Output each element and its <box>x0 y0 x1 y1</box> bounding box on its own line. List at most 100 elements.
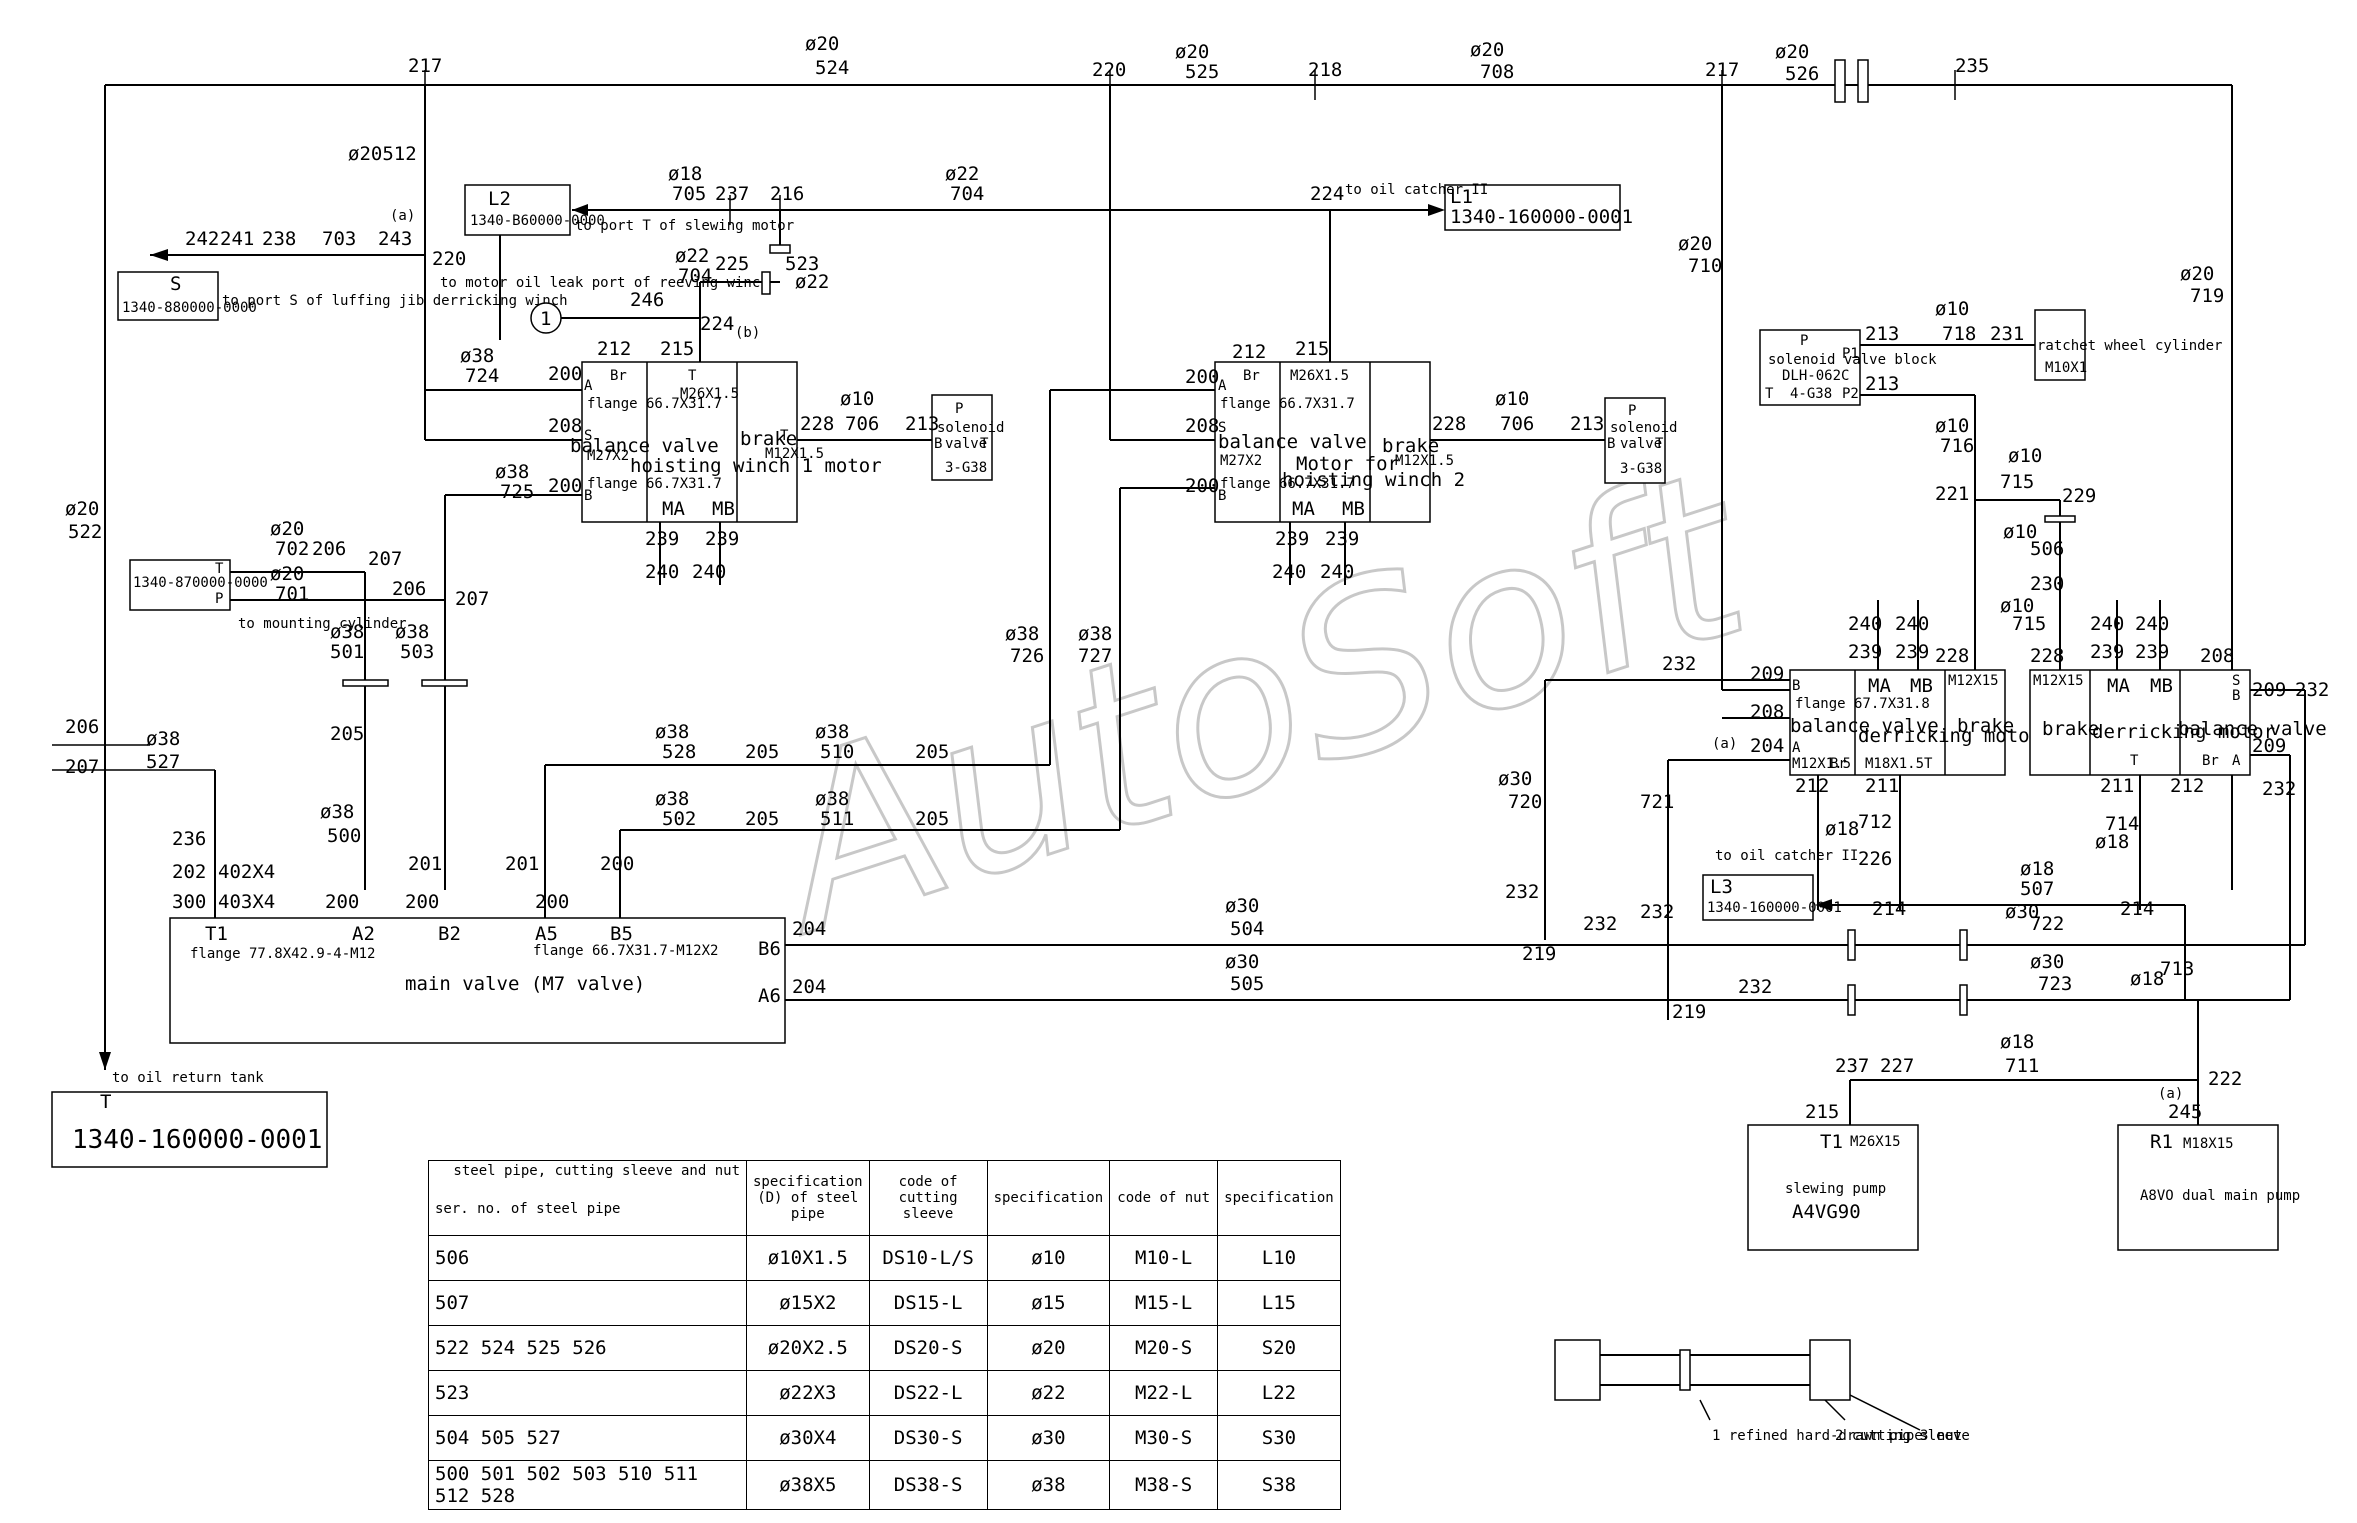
pipe-label: 232 <box>1662 653 1696 675</box>
cell-spec: ø38X5 <box>746 1460 870 1510</box>
pipe-fitting-diagram <box>1554 1339 1921 1431</box>
s-code: 1340-880000-0000 <box>122 300 257 316</box>
d2-s: S <box>2232 673 2240 689</box>
cell-s2: ø15 <box>986 1280 1111 1326</box>
pipe-num: 527 <box>146 751 180 773</box>
callout-1-label: 1 <box>540 308 551 330</box>
pipe-label: 232 <box>1640 901 1674 923</box>
pipe-num: 504 <box>1230 918 1264 940</box>
solenoid-valve-block <box>1759 329 1861 406</box>
mv-a5: A5 <box>535 923 558 945</box>
pipe-label: 220 <box>432 248 466 270</box>
pipe-dia: ø20 <box>270 563 304 585</box>
pipe-spec-table: steel pipe, cutting sleeve and nut ser. … <box>428 1160 1341 1510</box>
mv-b6: B6 <box>758 938 781 960</box>
w1-s: S <box>584 428 592 444</box>
cell-sleeve: DS20-S <box>868 1325 988 1371</box>
pipe-num: 718 <box>1942 323 1976 345</box>
pipe-num: 715 <box>2000 471 2034 493</box>
d2-br: Br <box>2202 753 2219 769</box>
pipe-label: 232 <box>1583 913 1617 935</box>
pipe-num: 506 <box>2030 538 2064 560</box>
d2-bv: balance valve <box>2178 718 2327 740</box>
pipe-label: 219 <box>1522 943 1556 965</box>
pipe-label: 227 <box>1880 1055 1914 1077</box>
w1-brake: brake <box>740 428 797 450</box>
pipe-label: 206 <box>65 716 99 738</box>
mv-b2: B2 <box>438 923 461 945</box>
header-diag-cell: steel pipe, cutting sleeve and nut ser. … <box>428 1160 747 1236</box>
slew-label1: slewing pump <box>1785 1181 1886 1197</box>
pipe-label: 213 <box>1865 323 1899 345</box>
w1-t: T <box>688 368 697 384</box>
pipe-dia: ø38 <box>1078 623 1112 645</box>
pipe-label: 240 <box>2090 613 2124 635</box>
pipe-label: 201 <box>408 853 442 875</box>
pipe-dia: ø20 <box>1470 39 1504 61</box>
pipe-label: 246 <box>630 289 664 311</box>
pipe-num: 501 <box>330 641 364 663</box>
pipe-num: 723 <box>2038 973 2072 995</box>
pipe-label: 206 <box>312 538 346 560</box>
tp-p: P <box>215 591 223 607</box>
pipe-label: 208 <box>1750 701 1784 723</box>
sv2-l2: valve <box>1620 436 1662 452</box>
d1-brake: brake <box>1957 715 2014 737</box>
solenoid-valve-2 <box>1604 397 1666 484</box>
pipe-label: 235 <box>1955 55 1989 77</box>
pipe-label: 703 <box>322 228 356 250</box>
cell-s3: L15 <box>1217 1280 1341 1326</box>
w2-a: A <box>1218 378 1227 394</box>
cell-spec: ø10X1.5 <box>746 1235 870 1281</box>
sv2-t: T <box>1655 436 1664 452</box>
sv1-p: P <box>955 401 963 417</box>
slew-label2: A4VG90 <box>1792 1201 1861 1223</box>
d2-dm: derricking motor <box>2092 721 2275 743</box>
winch2-block <box>1214 361 1431 523</box>
svb-t: T <box>1765 386 1774 402</box>
pipe-label: 208 <box>2200 645 2234 667</box>
cell-sleeve: DS15-L <box>868 1280 988 1326</box>
pipe-dia: ø18 <box>2095 831 2129 853</box>
pipe-dia: ø10 <box>1495 388 1529 410</box>
s-name: S <box>170 273 181 295</box>
cell-ser: 504 505 527 <box>428 1415 747 1461</box>
pipe-num: 715 <box>2012 613 2046 635</box>
pipe-dia: ø38 <box>655 721 689 743</box>
cell-sleeve: DS22-L <box>868 1370 988 1416</box>
s-block <box>117 271 219 321</box>
w2-b: B <box>1218 488 1226 504</box>
pipe-dia: ø30 <box>1225 895 1259 917</box>
pipe-dia: ø38 <box>1005 623 1039 645</box>
pipe-label: 237 <box>1835 1055 1869 1077</box>
cell-nut: M22-L <box>1109 1370 1219 1416</box>
pipe-num: 526 <box>1785 63 1819 85</box>
pipe-label: 403X4 <box>218 891 275 913</box>
pipe-label: 523 <box>785 253 819 275</box>
w1-mb: MB <box>712 498 735 520</box>
l1-name: L1 <box>1450 186 1473 208</box>
cell-ser: 507 <box>428 1280 747 1326</box>
pipe-label: 200 <box>548 475 582 497</box>
d1-ma: MA <box>1868 675 1891 697</box>
cell-s2: ø38 <box>986 1460 1111 1510</box>
d1-mb: MB <box>1910 675 1933 697</box>
pipe-label: 216 <box>770 183 804 205</box>
pipe-label: 212 <box>1795 775 1829 797</box>
pipe-dia: ø18 <box>2130 968 2164 990</box>
pipe-label: 212 <box>597 338 631 360</box>
legend-2: 2 cutting sleeve <box>1835 1428 1970 1444</box>
pipe-dia: ø10 <box>1935 415 1969 437</box>
pipe-num: 503 <box>400 641 434 663</box>
pipe-num: 528 <box>662 741 696 763</box>
w2-m2: M12X1.5 <box>1395 453 1454 469</box>
pipe-label: 204 <box>1750 735 1784 757</box>
w1-a: A <box>584 378 593 394</box>
pipe-label: 232 <box>2295 679 2329 701</box>
pipe-label: 200 <box>1185 366 1219 388</box>
pipe-num: 711 <box>2005 1055 2039 1077</box>
mv-a6: A6 <box>758 985 781 1007</box>
mv-label: main valve (M7 valve) <box>405 973 645 995</box>
